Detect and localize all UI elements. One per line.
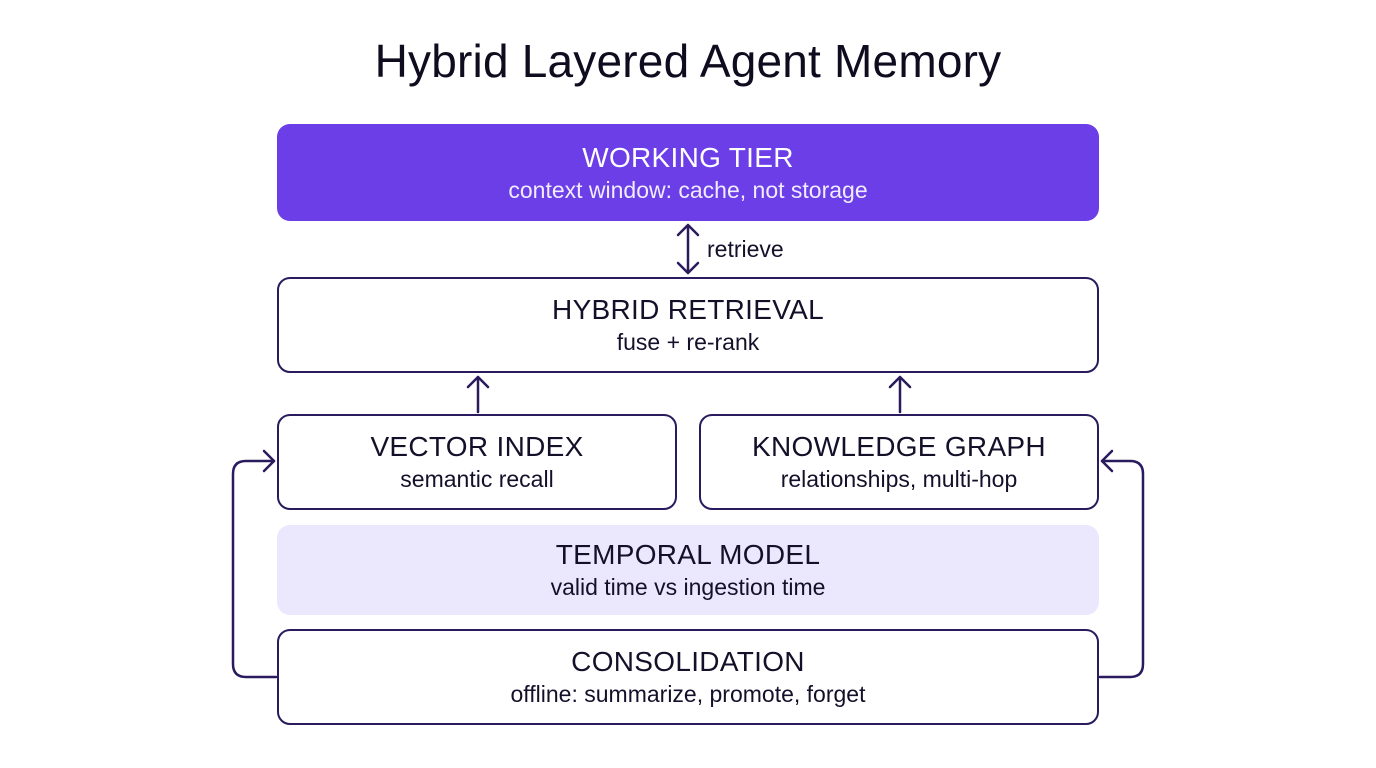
consolidation-to-vector-feedback-arrow-icon <box>231 449 278 679</box>
vector-index-box: VECTOR INDEX semantic recall <box>277 414 677 510</box>
retrieve-edge-label: retrieve <box>707 236 784 262</box>
retrieve-double-arrow-icon <box>676 223 700 275</box>
vector-index-name: VECTOR INDEX <box>370 431 584 462</box>
knowledge-graph-box: KNOWLEDGE GRAPH relationships, multi-hop <box>699 414 1099 510</box>
consolidation-to-graph-feedback-arrow-icon <box>1098 449 1145 679</box>
diagram-title: Hybrid Layered Agent Memory <box>374 35 1002 87</box>
knowledge-graph-name: KNOWLEDGE GRAPH <box>752 431 1046 462</box>
hybrid-retrieval-description: fuse + re-rank <box>616 329 760 355</box>
working-tier-box: WORKING TIER context window: cache, not … <box>277 124 1099 221</box>
consolidation-name: CONSOLIDATION <box>571 646 805 677</box>
working-tier-description: context window: cache, not storage <box>508 176 868 203</box>
vector-index-description: semantic recall <box>400 466 554 492</box>
graph-to-retrieval-arrow-icon <box>888 375 912 414</box>
temporal-model-name: TEMPORAL MODEL <box>555 539 821 570</box>
consolidation-description: offline: summarize, promote, forget <box>510 681 866 707</box>
vector-to-retrieval-arrow-icon <box>466 375 490 414</box>
temporal-model-box: TEMPORAL MODEL valid time vs ingestion t… <box>277 525 1099 615</box>
hybrid-retrieval-box: HYBRID RETRIEVAL fuse + re-rank <box>277 277 1099 373</box>
working-tier-name: WORKING TIER <box>582 141 794 173</box>
temporal-model-description: valid time vs ingestion time <box>550 574 826 600</box>
consolidation-box: CONSOLIDATION offline: summarize, promot… <box>277 629 1099 725</box>
knowledge-graph-description: relationships, multi-hop <box>780 466 1018 492</box>
hybrid-retrieval-name: HYBRID RETRIEVAL <box>552 294 824 325</box>
